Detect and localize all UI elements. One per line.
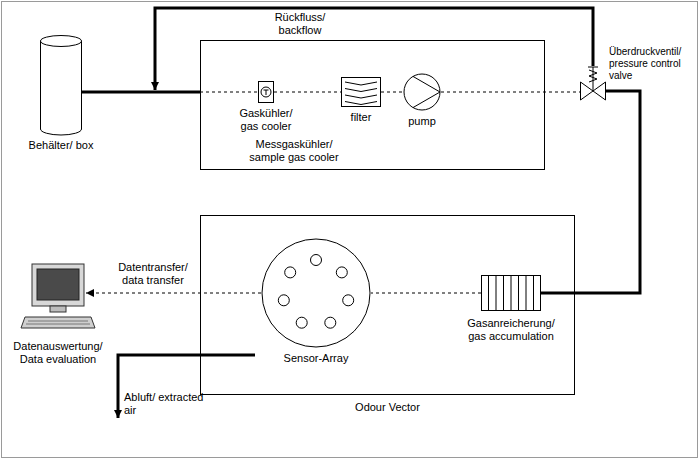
- drawing-part: [41, 36, 82, 47]
- drawing-part: [278, 295, 289, 306]
- drawing-part: [489, 276, 534, 310]
- connector-line: [82, 91, 200, 94]
- tank-cylinder: Behälter/ box: [40, 35, 82, 135]
- drawing-part: [262, 239, 370, 347]
- gas-cooler-symbol: Gaskühler/ gas cooler: [258, 81, 274, 103]
- flow-connector: [274, 92, 341, 93]
- node-label: Gasanreicherung/ gas accumulation: [461, 317, 561, 343]
- drawing-part: [21, 317, 95, 328]
- flow-connector: [381, 92, 403, 93]
- drawing-part: [343, 295, 354, 306]
- drawing-part: [342, 78, 381, 107]
- flow-connector: [541, 91, 640, 293]
- drawing-part: [581, 82, 594, 100]
- connector-line: [371, 293, 481, 294]
- drawing-part: [325, 317, 336, 328]
- analyser-housing: Odour VectorSensor-ArrayGasanreicherung/…: [200, 215, 575, 395]
- sensor-array: Sensor-Array: [261, 238, 371, 348]
- valve-symbol: Überdruckventil/ pressure control valve: [580, 66, 606, 100]
- valve-symbol-outline: [580, 66, 606, 100]
- drawing-part: [404, 74, 440, 110]
- sensor-array-outline: [261, 238, 371, 348]
- flow-connector: [86, 293, 261, 294]
- node-label: Messgaskühler/ sample gas cooler: [244, 138, 344, 164]
- drawing-part: [41, 41, 82, 135]
- drawing-part: [50, 306, 66, 312]
- drawing-part: [345, 102, 377, 105]
- pump-symbol: pump: [403, 73, 441, 111]
- cooler-housing: Messgaskühler/ sample gas cooler Gaskühle…: [200, 40, 545, 170]
- drawing-part: [264, 90, 269, 95]
- drawing-part: [593, 67, 594, 91]
- drawing-part: [259, 82, 274, 103]
- accumulator-symbol-outline: [481, 275, 541, 311]
- edge-group: [82, 8, 640, 293]
- node-label: pump: [392, 115, 452, 128]
- computer-icon: Datenauswertung/ Data evaluation: [20, 262, 96, 334]
- computer-icon-outline: [20, 262, 96, 334]
- node-label: filter: [331, 111, 391, 124]
- drawing-part: [296, 317, 307, 328]
- drawing-part: [345, 82, 377, 85]
- node-label: Behälter/ box: [26, 139, 96, 152]
- drawing-part: [261, 87, 271, 97]
- node-label: Überdruckventil/ pressure control valve: [609, 46, 693, 82]
- drawing-part: [413, 76, 440, 107]
- flow-connector: [441, 92, 580, 93]
- connector-line: [441, 92, 580, 93]
- drawing-part: [311, 255, 322, 266]
- drawing-part: [32, 264, 84, 306]
- drawing-part: [345, 89, 377, 92]
- drawing-part: [336, 267, 347, 278]
- connector-line: [86, 293, 261, 294]
- gas-cooler-symbol-outline: [258, 81, 274, 103]
- drawing-part: [345, 95, 377, 98]
- connector-line: [200, 92, 258, 93]
- drawing-part: [588, 67, 598, 68]
- drawing-part: [37, 269, 79, 300]
- connector-line: [381, 92, 403, 93]
- node-label: Odour Vector: [201, 401, 574, 414]
- note-label: Abluft/ extracted air: [124, 391, 204, 417]
- accumulator-symbol: Gasanreicherung/ gas accumulation: [481, 275, 541, 311]
- connector-line: [274, 92, 341, 93]
- node-label: Datenauswertung/ Data evaluation: [8, 340, 108, 366]
- connector-line: [541, 91, 640, 293]
- filter-symbol-outline: [341, 77, 381, 107]
- filter-symbol: filter: [341, 77, 381, 107]
- edge-label: Datentransfer/ data transfer: [108, 261, 198, 287]
- exhaust-pipe: [118, 355, 255, 418]
- flow-connector: [371, 293, 481, 294]
- drawing-part: [482, 276, 541, 311]
- tank-cylinder-outline: [40, 35, 82, 135]
- drawing-part: [285, 267, 296, 278]
- flow-connector: [82, 92, 258, 93]
- node-label: Gaskühler/ gas cooler: [230, 107, 302, 133]
- drawing-part: [593, 82, 606, 100]
- pump-symbol-outline: [403, 73, 441, 111]
- node-label: Sensor-Array: [266, 352, 366, 365]
- drawing-part: [26, 321, 90, 324]
- edge-label: Rückfluss/ backflow: [262, 11, 338, 37]
- drawing-part: [589, 70, 597, 82]
